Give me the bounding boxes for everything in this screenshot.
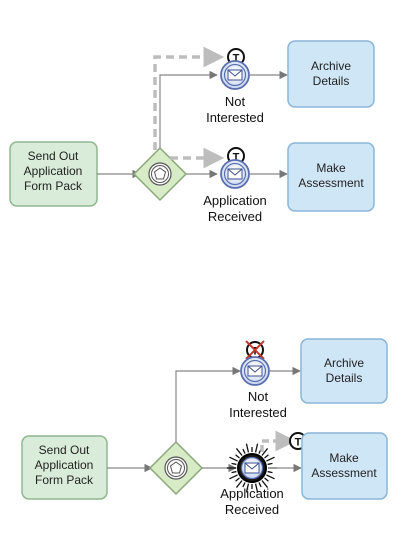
bottom-event-not-interested-line2: Interested: [229, 405, 287, 420]
top-diagram: Send Out Application Form Pack T T: [9, 40, 375, 224]
burst-ray: [229, 456, 238, 462]
bottom-task-send-out[interactable]: Send Out Application Form Pack: [21, 435, 108, 500]
top-task-send-out[interactable]: Send Out Application Form Pack: [9, 141, 98, 207]
top-token-path-upper: [153, 46, 225, 150]
burst-ray: [258, 482, 262, 488]
top-task-make-assessment[interactable]: Make Assessment: [287, 142, 375, 212]
top-task-make-line2: Assessment: [298, 176, 364, 190]
bottom-task-send-out-line1: Send Out: [39, 443, 90, 457]
burst-ray: [266, 474, 275, 480]
bottom-task-make-assessment[interactable]: Make Assessment: [301, 432, 388, 500]
envelope-icon: [227, 168, 243, 180]
top-flow-gateway-to-not-interested: [159, 70, 218, 148]
burst-ray: [242, 448, 246, 454]
top-event-not-interested-line1: Not: [225, 94, 246, 109]
top-task-send-out-line1: Send Out: [28, 149, 79, 163]
top-task-archive-line1: Archive: [311, 59, 351, 73]
pentagon-gateway-icon: [153, 167, 167, 180]
burst-ray: [261, 480, 269, 488]
svg-text:T: T: [233, 152, 240, 164]
burst-ray: [245, 483, 250, 493]
top-task-archive-details[interactable]: Archive Details: [287, 40, 375, 108]
bottom-task-archive-line1: Archive: [324, 356, 364, 370]
bottom-task-archive-line2: Details: [326, 371, 363, 385]
pentagon-gateway-icon: [169, 461, 183, 474]
bottom-event-app-received-line2: Received: [225, 502, 279, 517]
top-event-not-interested[interactable]: Not Interested: [206, 60, 264, 125]
burst-ray: [266, 456, 275, 462]
envelope-icon: [247, 365, 263, 377]
burst-ray: [231, 470, 237, 474]
svg-text:T: T: [233, 53, 240, 65]
top-gateway[interactable]: [132, 146, 188, 202]
bottom-event-app-received-line1: Application: [220, 486, 284, 501]
top-task-make-line1: Make: [316, 161, 346, 175]
bottom-task-archive-details[interactable]: Archive Details: [300, 338, 388, 404]
burst-ray: [264, 454, 269, 459]
burst-ray: [235, 480, 243, 488]
top-task-archive-line2: Details: [313, 74, 350, 88]
top-event-app-received-line2: Received: [208, 209, 262, 224]
burst-ray: [235, 448, 243, 456]
envelope-icon: [244, 462, 260, 474]
burst-ray: [235, 477, 240, 482]
bottom-task-send-out-line2: Application: [35, 458, 94, 472]
burst-ray: [235, 454, 240, 459]
bottom-diagram: Send Out Application Form Pack T: [21, 338, 388, 517]
burst-ray: [267, 462, 273, 466]
burst-ray: [245, 443, 250, 453]
bottom-task-make-line1: Make: [329, 451, 359, 465]
top-task-send-out-line3: Form Pack: [24, 179, 83, 193]
top-event-app-received[interactable]: Application Received: [203, 159, 267, 224]
top-event-not-interested-line2: Interested: [206, 110, 264, 125]
bottom-token-path: [260, 430, 297, 452]
burst-ray: [231, 462, 237, 466]
burst-ray: [229, 474, 238, 480]
svg-text:T: T: [295, 437, 302, 449]
envelope-icon: [227, 69, 243, 81]
burst-ray: [254, 483, 259, 493]
burst-ray: [267, 470, 273, 474]
bottom-event-not-interested[interactable]: Not Interested: [229, 356, 287, 420]
bottom-gateway[interactable]: [148, 440, 204, 496]
burst-ray: [254, 443, 259, 453]
burst-ray: [242, 482, 246, 488]
bottom-task-make-line2: Assessment: [311, 466, 377, 480]
bottom-event-not-interested-line1: Not: [248, 389, 269, 404]
burst-ray: [264, 477, 269, 482]
bottom-event-app-received[interactable]: Application Received: [220, 453, 284, 517]
bottom-flow-gateway-to-not-interested: [175, 366, 241, 442]
top-task-send-out-line2: Application: [24, 164, 83, 178]
burst-ray: [261, 448, 269, 456]
top-event-app-received-line1: Application: [203, 193, 267, 208]
x-cancel-icon: T: [245, 340, 265, 360]
bottom-task-send-out-line3: Form Pack: [35, 473, 94, 487]
